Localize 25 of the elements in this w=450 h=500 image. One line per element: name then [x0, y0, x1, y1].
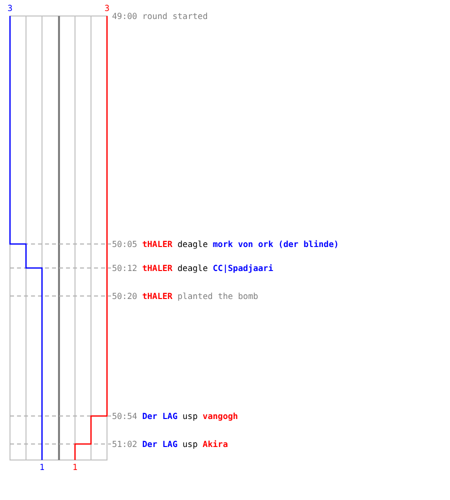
player-name: Der LAG [142, 439, 178, 449]
player-name: Der LAG [142, 411, 178, 421]
player-name: tHALER [142, 291, 172, 301]
event-time: 50:20 [112, 291, 138, 301]
event-time: 50:54 [112, 411, 138, 421]
player-count: 3 [7, 3, 13, 13]
event-time: 49:00 [112, 11, 138, 21]
weapon-name: deagle [177, 239, 208, 249]
player-count: 3 [104, 3, 110, 13]
event-time: 50:05 [112, 239, 138, 249]
player-name: vangogh [202, 411, 238, 421]
event-time: 51:02 [112, 439, 138, 449]
player-name: mork von ork (der blinde) [212, 239, 339, 249]
player-count: 1 [39, 462, 45, 472]
player-name: CC|Spadjaari [212, 263, 274, 273]
player-name: tHALER [142, 239, 172, 249]
weapon-name: deagle [177, 263, 208, 273]
player-name: Akira [202, 439, 228, 449]
player-name: tHALER [142, 263, 172, 273]
player-count: 1 [72, 462, 78, 472]
event-time: 50:12 [112, 263, 138, 273]
event-text: planted the bomb [177, 291, 258, 301]
weapon-name: usp [182, 411, 198, 421]
weapon-name: usp [182, 439, 198, 449]
event-text: round started [142, 11, 208, 21]
